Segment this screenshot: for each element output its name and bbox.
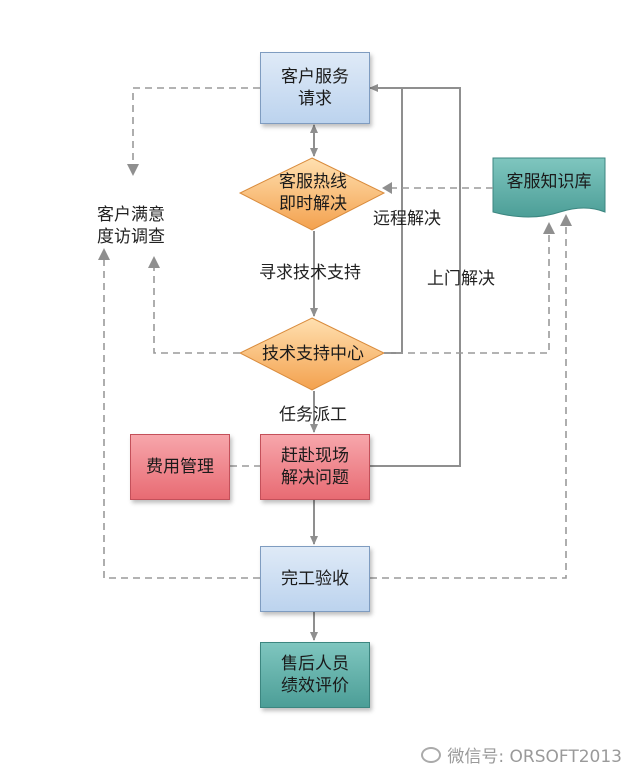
wechat-icon	[421, 746, 442, 763]
watermark: 微信号: ORSOFT2013	[421, 742, 622, 767]
satisfaction-survey-label: 客户满意 度访调查	[97, 205, 165, 247]
tech-center-label: 技术支持中心	[262, 344, 364, 364]
seek-support-label: 寻求技术支持	[259, 263, 361, 283]
dispatch-label: 任务派工	[279, 405, 347, 425]
watermark-text: 微信号: ORSOFT2013	[447, 747, 622, 767]
cost-management-box: 费用管理	[130, 434, 230, 500]
customer-request-box: 客户服务 请求	[260, 52, 370, 124]
completion-box: 完工验收	[260, 546, 370, 612]
evaluation-box: 售后人员 绩效评价	[260, 642, 370, 708]
onsite-visit-label: 上门解决	[427, 269, 495, 289]
onsite-box: 赶赴现场 解决问题	[260, 434, 370, 500]
hotline-diamond	[238, 157, 386, 231]
hotline-label: 客服热线 即时解决	[279, 172, 347, 214]
remote-solution-label: 远程解决	[373, 209, 441, 229]
knowledge-base-shape	[492, 157, 606, 218]
tech-center-diamond	[238, 317, 386, 391]
knowledge-base-label: 客服知识库	[506, 172, 592, 192]
